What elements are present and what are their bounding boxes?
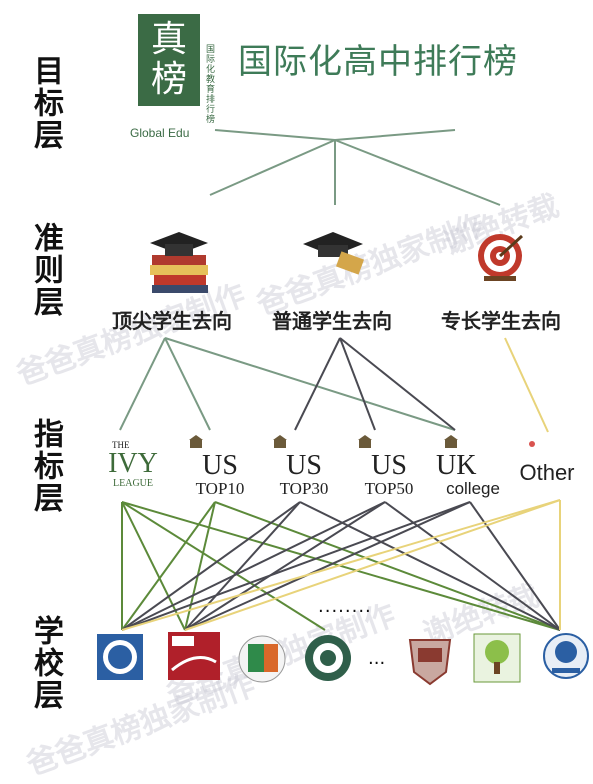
layer-label-school: 学校层 bbox=[28, 615, 63, 711]
indicator-us-top10: US TOP10 bbox=[186, 452, 254, 498]
schools-ellipsis-mid: ... bbox=[368, 648, 386, 669]
school-logos bbox=[97, 632, 589, 686]
indicator-ivy-league: THE IVY LEAGUE bbox=[94, 440, 172, 490]
school-logo-2-icon bbox=[168, 632, 220, 680]
us-top10-big: US bbox=[202, 450, 238, 481]
criterion-talent-students: 专长学生去向 bbox=[441, 309, 561, 333]
school-logo-7-icon bbox=[543, 633, 589, 679]
graduation-books-icon bbox=[150, 232, 208, 293]
school-logo-6-icon bbox=[473, 633, 521, 683]
connection-lines bbox=[119, 129, 561, 631]
uk-big: UK bbox=[436, 450, 477, 481]
page-title: 国际化高中排行榜 bbox=[238, 42, 518, 82]
uk-small: college bbox=[446, 479, 500, 498]
target-icon bbox=[478, 234, 524, 281]
logo-char: 真榜 bbox=[150, 19, 187, 100]
ivy-main: IVY bbox=[108, 448, 158, 479]
us-top30-small: TOP30 bbox=[279, 479, 329, 498]
indicator-us-top30: US TOP30 bbox=[270, 452, 338, 498]
criterion-regular-students: 普通学生去向 bbox=[272, 309, 392, 333]
us-top30-big: US bbox=[286, 450, 322, 481]
criterion-top-students: 顶尖学生去向 bbox=[112, 309, 232, 333]
logo: 真榜 bbox=[138, 14, 200, 106]
ivy-league: LEAGUE bbox=[113, 478, 153, 489]
indicator-us-top50: US TOP50 bbox=[355, 452, 423, 498]
us-top50-big: US bbox=[371, 450, 407, 481]
schools-ellipsis-top: ........ bbox=[318, 596, 372, 617]
indicator-building-icons bbox=[189, 435, 458, 448]
other-icon-fragment bbox=[529, 441, 535, 447]
school-logo-1-icon bbox=[97, 634, 143, 680]
criteria-icons bbox=[150, 232, 524, 293]
school-logo-5-icon bbox=[408, 639, 452, 686]
school-logo-3-icon bbox=[238, 635, 286, 683]
ivy-the: THE bbox=[112, 440, 130, 450]
us-top50-small: TOP50 bbox=[364, 479, 414, 498]
school-logo-4-icon bbox=[305, 635, 351, 681]
graduation-cap-icon bbox=[303, 232, 365, 275]
indicator-uk-college: UK college bbox=[436, 452, 510, 498]
logo-side-text: 国际化教育排行榜 bbox=[204, 44, 214, 124]
logo-english: Global Edu bbox=[130, 126, 190, 140]
layer-label-goal: 目标层 bbox=[28, 55, 63, 151]
layer-label-indicator: 指标层 bbox=[28, 418, 63, 514]
layer-label-criteria: 准则层 bbox=[28, 222, 63, 318]
indicator-other: Other bbox=[519, 460, 575, 485]
us-top10-small: TOP10 bbox=[195, 479, 245, 498]
